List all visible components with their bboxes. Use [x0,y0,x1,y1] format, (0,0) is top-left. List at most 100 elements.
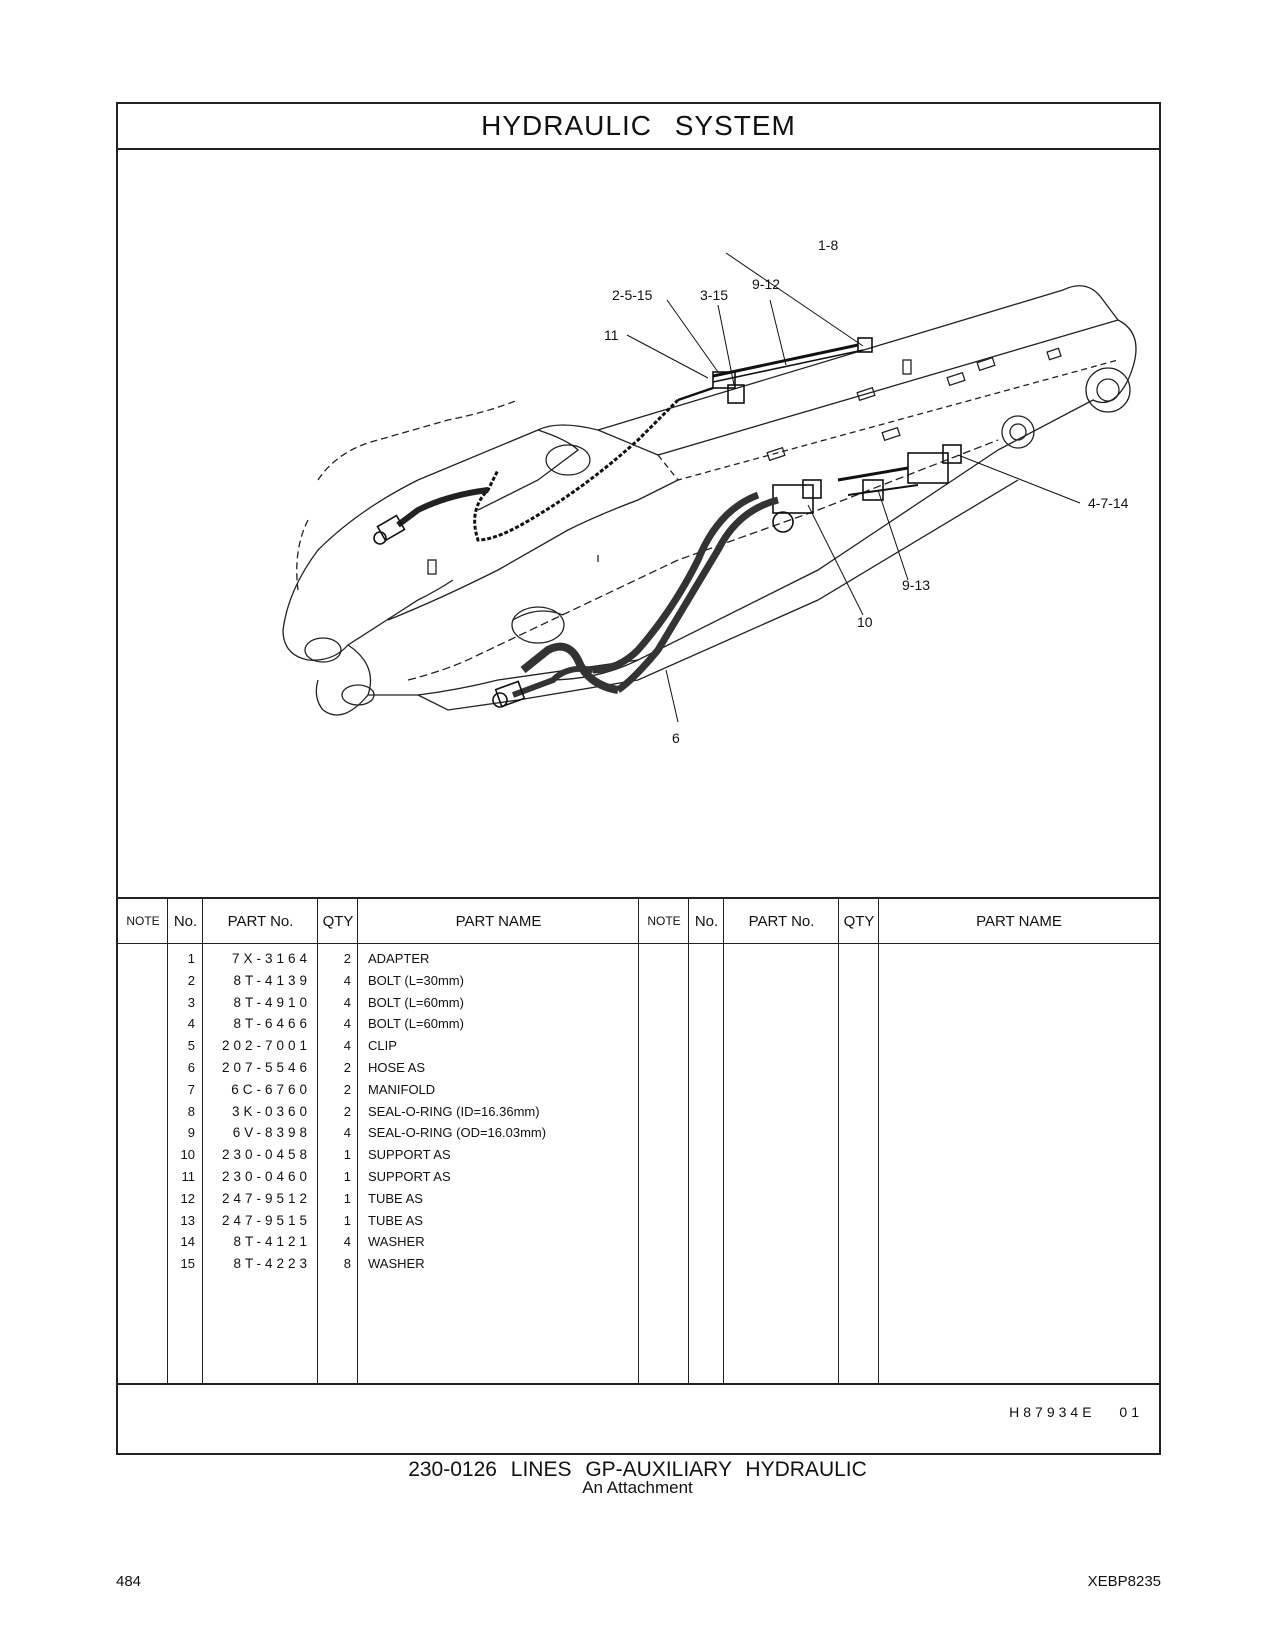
row-part-name: BOLT (L=60mm) [368,994,464,1010]
row-qty: 2 [343,1060,351,1075]
row-number: 3 [187,994,195,1010]
row-qty: 2 [343,951,351,966]
page-number: 484 [116,1573,142,1590]
header-partno-right: PART No. [748,912,815,930]
header-note-right: NOTE [647,914,681,928]
callout-2-5-15: 2-5-15 [612,287,653,303]
col-no-left [168,899,203,1383]
row-number: 12 [180,1190,195,1206]
row-part-name: TUBE AS [368,1190,423,1206]
header-partname-right: PART NAME [976,912,1062,930]
col-note-right [639,899,689,1383]
callout-3-15: 3-15 [700,287,728,303]
row-qty: 8 [343,1256,351,1272]
callout-11: 11 [604,327,619,343]
row-part-name: TUBE AS [368,1212,423,1228]
parts-table: NOTE No. PART No. QTY PART NAME NOTE No.… [118,897,1159,1385]
row-qty: 1 [343,1169,351,1184]
row-part-no: 230-0458 [221,1147,311,1163]
row-part-no: 6V-8398 [232,1125,311,1141]
document-code: XEBP8235 [1087,1573,1161,1590]
row-part-no: 6C-6760 [231,1081,311,1097]
header-no-right: No. [694,912,719,930]
row-part-name: SUPPORT AS [368,1147,451,1163]
caption-main: 230-0126 LINES GP-AUXILIARY HYDRAULIC [408,1458,867,1481]
row-qty: 2 [343,1081,351,1097]
callout-9-12: 9-12 [752,276,780,292]
row-part-no: 230-0460 [221,1169,311,1184]
boom-outline [282,285,1137,716]
col-partno-left [203,899,318,1383]
header-partname-left: PART NAME [455,912,542,930]
callout-9-13: 9-13 [902,577,930,593]
callout-1-8: 1-8 [818,237,838,253]
parts-sheet: HYDRAULIC SYSTEM [116,102,1161,1455]
row-part-no: 8T-4121 [233,1234,311,1250]
row-qty: 1 [343,1190,351,1206]
row-part-no: 247-9512 [221,1190,311,1206]
col-partno-right [724,899,839,1383]
row-qty: 4 [343,994,351,1010]
row-part-no: 7X-3164 [231,951,311,966]
header-qty-right: QTY [843,912,875,930]
callout-10: 10 [857,614,873,630]
title-bar: HYDRAULIC SYSTEM [118,104,1159,150]
row-number: 1 [187,951,195,966]
row-number: 9 [187,1125,195,1141]
row-qty: 1 [343,1212,351,1228]
row-qty: 4 [343,1125,351,1141]
row-part-name: MANIFOLD [368,1081,436,1097]
row-part-name: SEAL-O-RING (ID=16.36mm) [368,1103,540,1119]
row-part-name: CLIP [368,1038,397,1054]
row-part-name: ADAPTER [368,951,430,966]
row-qty: 1 [343,1147,351,1163]
row-number: 6 [187,1060,195,1075]
header-note-left: NOTE [126,914,160,928]
row-part-no: 8T-4139 [233,972,311,988]
hydraulic-lines [373,337,962,708]
row-qty: 4 [343,1016,351,1032]
row-number: 2 [187,972,195,988]
row-part-no: 202-7001 [221,1038,311,1054]
row-qty: 4 [343,972,351,988]
callout-labels: 1-8 2-5-15 3-15 9-12 11 4-7-14 9-13 10 6 [604,237,1129,746]
row-qty: 2 [343,1103,351,1119]
row-part-name: SEAL-O-RING (OD=16.03mm) [368,1125,547,1141]
row-number: 10 [180,1147,195,1163]
row-part-no: 8T-4910 [233,994,311,1010]
row-part-no: 3K-0360 [231,1103,311,1119]
row-part-name: HOSE AS [368,1060,426,1075]
header-qty-left: QTY [322,912,354,930]
row-part-no: 8T-6466 [233,1016,311,1032]
boom-hydraulic-drawing: 1-8 2-5-15 3-15 9-12 11 4-7-14 9-13 10 6 [282,237,1137,746]
callout-6: 6 [672,730,680,746]
row-number: 14 [180,1234,195,1250]
row-number: 4 [187,1016,195,1032]
row-number: 7 [187,1081,195,1097]
col-name-left [358,899,639,1383]
col-qty-left [318,899,358,1383]
row-qty: 4 [343,1234,351,1250]
row-part-name: WASHER [368,1234,425,1250]
row-number: 11 [181,1169,196,1184]
header-rule [118,943,1159,944]
callout-leaders [626,252,1081,723]
row-number: 13 [180,1212,195,1228]
row-number: 15 [180,1256,195,1272]
header-no-left: No. [173,912,198,930]
row-part-name: BOLT (L=60mm) [368,1016,464,1032]
row-number: 5 [187,1038,195,1054]
row-part-no: 8T-4223 [233,1256,311,1272]
header-partno-left: PART No. [227,912,294,930]
row-qty: 4 [343,1038,351,1054]
sheet-title: HYDRAULIC SYSTEM [481,110,796,141]
row-part-no: 247-9515 [221,1212,311,1228]
drawing-code: H87934E 01 [1009,1404,1143,1420]
caption-sub: An Attachment [582,1478,693,1497]
callout-4-7-14: 4-7-14 [1088,495,1129,511]
row-part-name: SUPPORT AS [368,1169,451,1184]
col-no-right [689,899,724,1383]
row-part-no: 207-5546 [221,1060,311,1075]
col-note-left [118,899,168,1383]
